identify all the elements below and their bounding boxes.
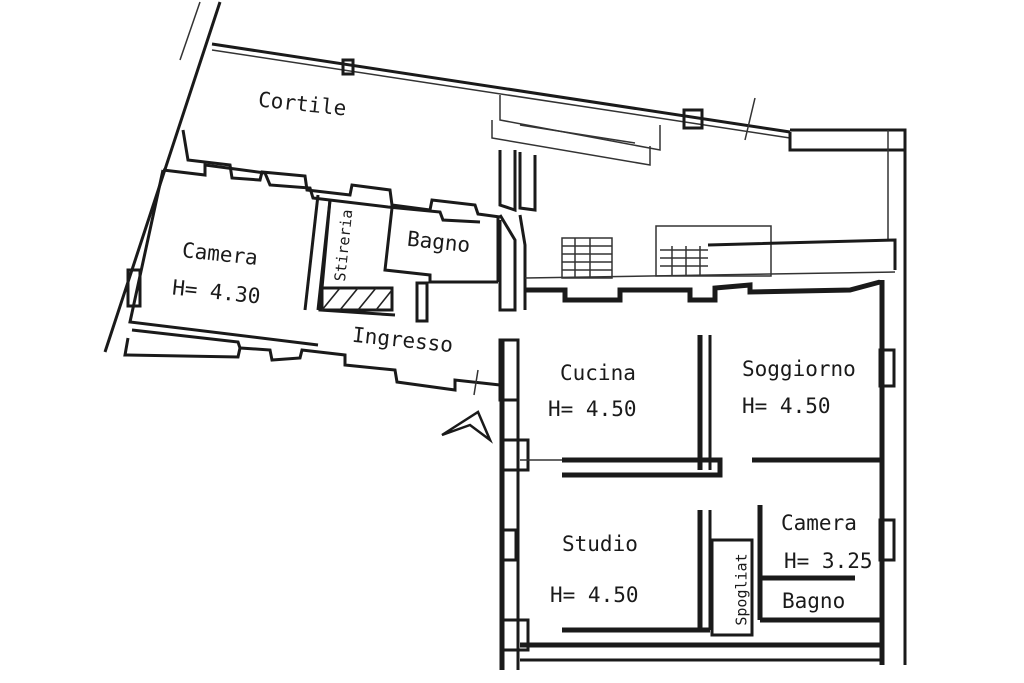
entrance-mark (473, 369, 479, 396)
west-window-2 (500, 528, 518, 562)
cucina-south-wall (562, 457, 723, 478)
west-window-3 (500, 618, 530, 652)
cortile-top-wall-inner (211, 49, 791, 139)
room-label-spogliatoio: Spogliat (732, 553, 751, 626)
cortile-gate-line (744, 97, 756, 141)
camera-left-east-wall-2 (303, 194, 320, 311)
room-height-studio: H= 4.50 (550, 583, 639, 607)
room-label-soggiorno: Soggiorno (742, 357, 856, 381)
camera-left-window (126, 268, 142, 308)
east-window-2 (878, 518, 896, 562)
room-label-studio: Studio (562, 532, 638, 556)
room-label-bagno-bottom: Bagno (782, 589, 846, 613)
stireria-hatch-box (320, 286, 394, 312)
porch-outline-lower (491, 120, 651, 166)
ingresso-pillar (498, 338, 520, 402)
central-column (498, 214, 517, 312)
porch-outline (499, 95, 661, 151)
east-window-1 (878, 348, 896, 388)
building-north-wall (181, 129, 501, 219)
bagno-top-walls (383, 207, 498, 284)
building-south-wall-inner (131, 328, 242, 349)
spogliatoio-outline (710, 538, 754, 637)
room-height-cucina: H= 4.50 (548, 397, 637, 421)
porch-line (519, 124, 636, 144)
room-label-camera-right: Camera (781, 511, 857, 535)
landing-wall (707, 238, 897, 270)
stireria-walls (318, 199, 396, 317)
cortile-top-wall (211, 42, 791, 134)
central-column-2 (518, 214, 527, 310)
stireria-hatch (321, 287, 393, 311)
camera-left-walls (128, 169, 319, 347)
room-label-cucina: Cucina (560, 361, 636, 385)
cortile-pillar (341, 58, 355, 76)
cortile-pillar-right (682, 108, 704, 130)
street-edge-inner-line (179, 1, 201, 61)
stairs-right (655, 225, 772, 277)
landing-line (524, 271, 896, 279)
room-height-soggiorno: H= 4.50 (742, 394, 831, 418)
stairs-left (561, 237, 613, 279)
bagno-top-door (415, 281, 429, 323)
apartment-north-wall (525, 279, 881, 303)
west-window-1 (500, 438, 530, 472)
room-height-camera-right: H= 3.25 (784, 549, 873, 573)
building-south-wall (123, 337, 501, 392)
service-block-walls-2 (518, 152, 537, 212)
building-north-wall-inner (162, 163, 481, 224)
service-block-walls (498, 150, 517, 213)
north-arrow-icon (441, 410, 493, 444)
